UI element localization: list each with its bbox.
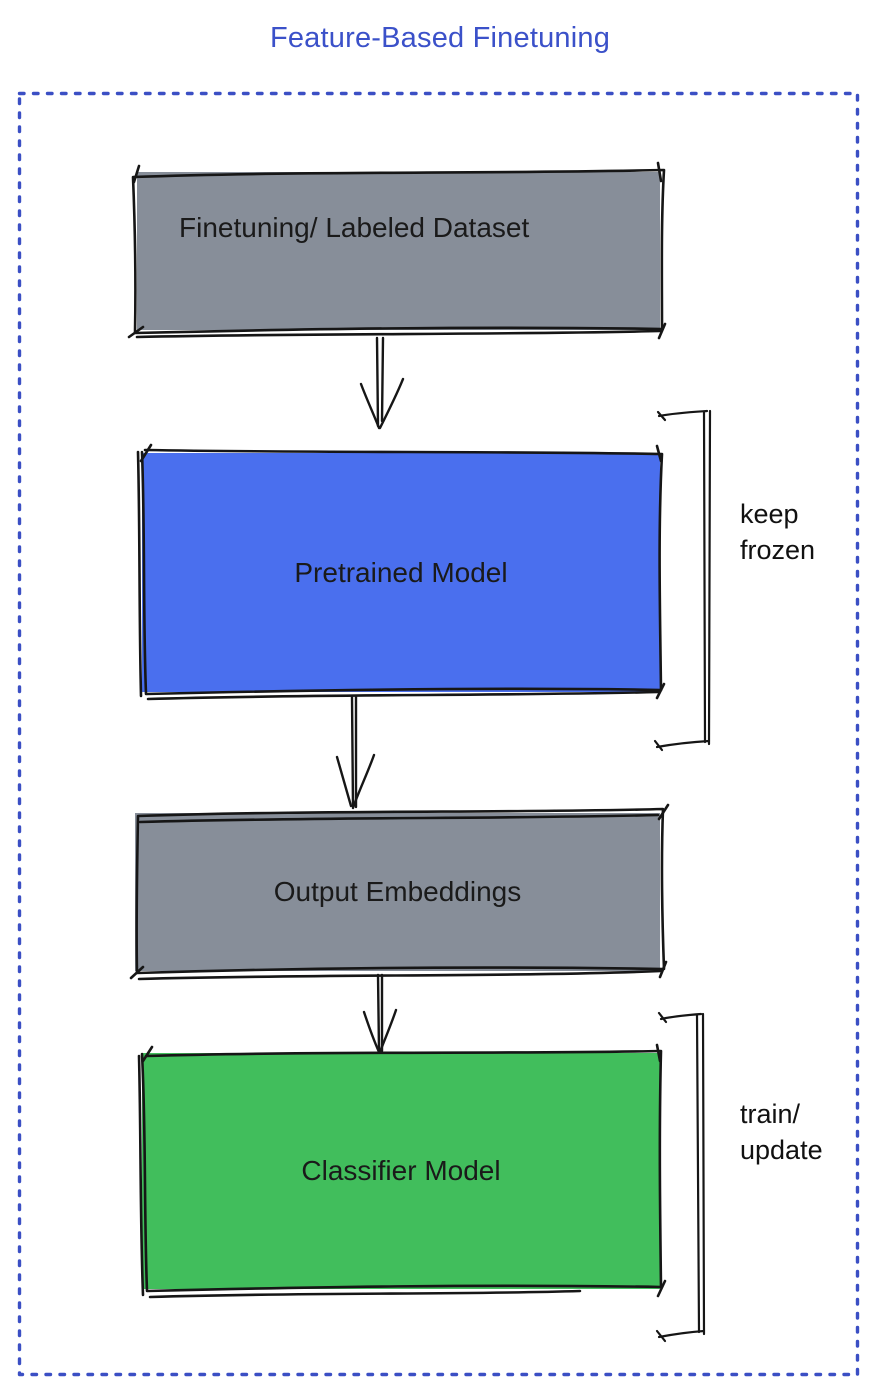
annotation-train-update: train/ update [740,1096,823,1168]
bracket-keep-frozen [653,409,712,752]
node-label: Classifier Model [301,1155,501,1186]
annotation-line: frozen [740,535,816,565]
annotation-line: train/ [740,1099,801,1129]
diagram-title: Feature-Based Finetuning [269,22,611,54]
arrow-embeddings-to-classifier [362,973,398,1054]
node-classifier-model: Classifier Model [142,1053,660,1289]
arrow-dataset-to-pretrained [359,336,405,430]
bracket-train-update [655,1011,706,1343]
node-finetuning-dataset: Finetuning/ Labeled Dataset [137,172,660,330]
node-output-embeddings: Output Embeddings [135,813,660,971]
node-pretrained-model: Pretrained Model [142,453,660,692]
arrow-pretrained-to-embeddings [335,695,376,810]
node-label: Pretrained Model [294,556,508,588]
annotation-line: keep [740,499,799,529]
annotation-line: update [740,1135,823,1165]
node-label: Finetuning/ Labeled Dataset [179,212,530,243]
node-label: Output Embeddings [273,876,522,907]
annotation-keep-frozen: keep frozen [740,496,815,568]
